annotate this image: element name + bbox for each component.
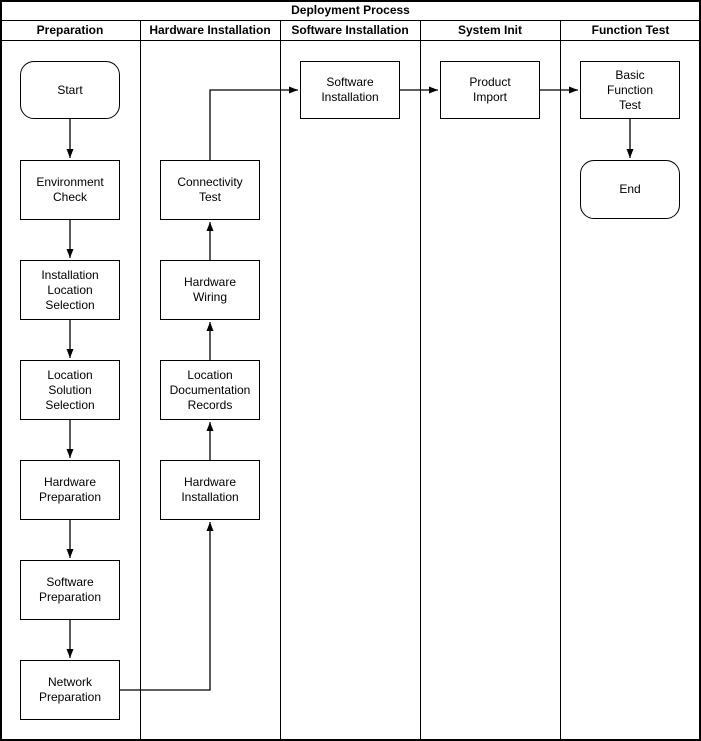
node-location-solution-selection: Location Solution Selection — [20, 360, 120, 420]
title-separator-line — [0, 20, 701, 21]
node-connectivity-test: Connectivity Test — [160, 160, 260, 220]
diagram-title: Deployment Process — [291, 3, 410, 17]
node-location-documentation-records: Location Documentation Records — [160, 360, 260, 420]
lane-separator — [420, 20, 421, 741]
node-start: Start — [20, 61, 120, 119]
node-hardware-installation: Hardware Installation — [160, 460, 260, 520]
lane-header-preparation: Preparation — [36, 23, 104, 37]
lane-header-hardware-installation: Hardware Installation — [149, 23, 271, 37]
node-installation-location-selection: Installation Location Selection — [20, 260, 120, 320]
node-software-preparation: Software Preparation — [20, 560, 120, 620]
lane-separator — [140, 20, 141, 741]
node-end: End — [580, 160, 680, 219]
node-software-installation: Software Installation — [300, 61, 400, 119]
node-product-import: Product Import — [440, 61, 540, 119]
lane-header-function-test: Function Test — [591, 23, 670, 37]
node-hardware-wiring: Hardware Wiring — [160, 260, 260, 320]
lane-header-system-init: System Init — [457, 23, 523, 37]
node-basic-function-test: Basic Function Test — [580, 61, 680, 119]
header-separator-line — [0, 40, 701, 41]
lane-separator — [560, 20, 561, 741]
node-hardware-preparation: Hardware Preparation — [20, 460, 120, 520]
lane-separator — [280, 20, 281, 741]
lane-header-software-installation: Software Installation — [291, 23, 409, 37]
node-environment-check: Environment Check — [20, 160, 120, 220]
node-network-preparation: Network Preparation — [20, 660, 120, 720]
